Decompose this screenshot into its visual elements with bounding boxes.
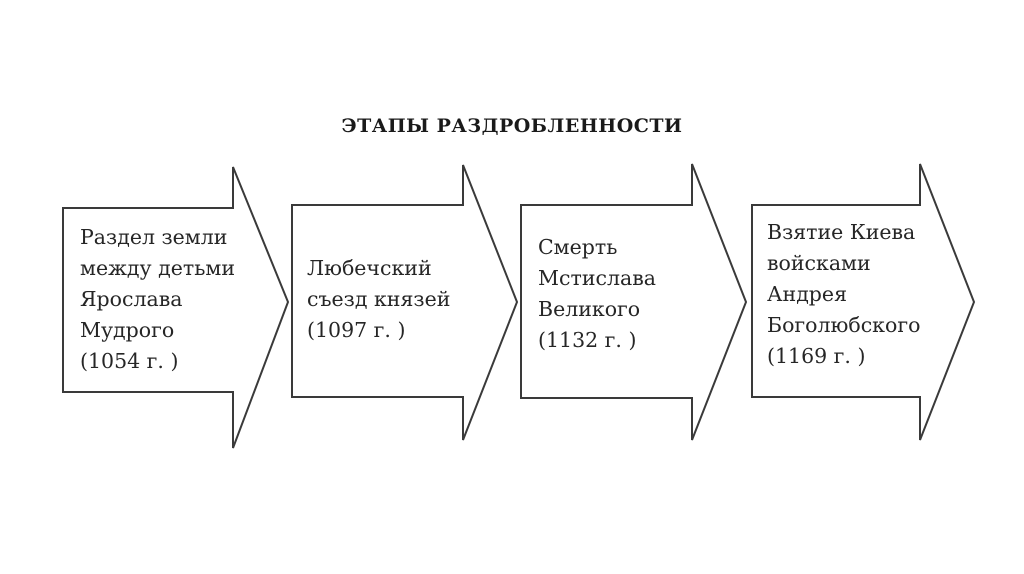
stage-2-line: съезд князей	[307, 287, 451, 311]
stage-2-text: Любечский съезд князей (1097 г. )	[307, 253, 450, 346]
stage-4-line: Андрея	[767, 282, 847, 306]
stage-2-line: Любечский	[307, 256, 432, 280]
stage-2-date: (1097 г. )	[307, 318, 406, 342]
stage-4-line: Взятие Киева	[767, 220, 916, 244]
stage-3-date: (1132 г. )	[538, 328, 637, 352]
stage-arrow-1	[62, 166, 290, 449]
stage-1-line: между детьми	[80, 256, 236, 280]
stage-4-line: Боголюбского	[767, 313, 921, 337]
stage-4-date: (1169 г. )	[767, 344, 866, 368]
stage-arrow-2	[291, 164, 519, 441]
stage-1-line: Раздел земли	[80, 225, 228, 249]
stage-4-text: Взятие Киева войсками Андрея Боголюбског…	[767, 217, 920, 372]
stage-arrow-4	[751, 163, 976, 441]
diagram-title: ЭТАПЫ РАЗДРОБЛЕННОСТИ	[341, 115, 683, 137]
stage-3-line: Великого	[538, 297, 641, 321]
stage-1-line: Мудрого	[80, 318, 175, 342]
stage-1-line: Ярослава	[80, 287, 183, 311]
stage-4-line: войсками	[767, 251, 871, 275]
stage-arrow-3	[520, 163, 748, 441]
stage-3-text: Смерть Мстислава Великого (1132 г. )	[538, 232, 656, 356]
stage-3-line: Мстислава	[538, 266, 656, 290]
stage-3-line: Смерть	[538, 235, 618, 259]
stage-1-date: (1054 г. )	[80, 349, 179, 373]
stage-1-text: Раздел земли между детьми Ярослава Мудро…	[80, 222, 235, 377]
